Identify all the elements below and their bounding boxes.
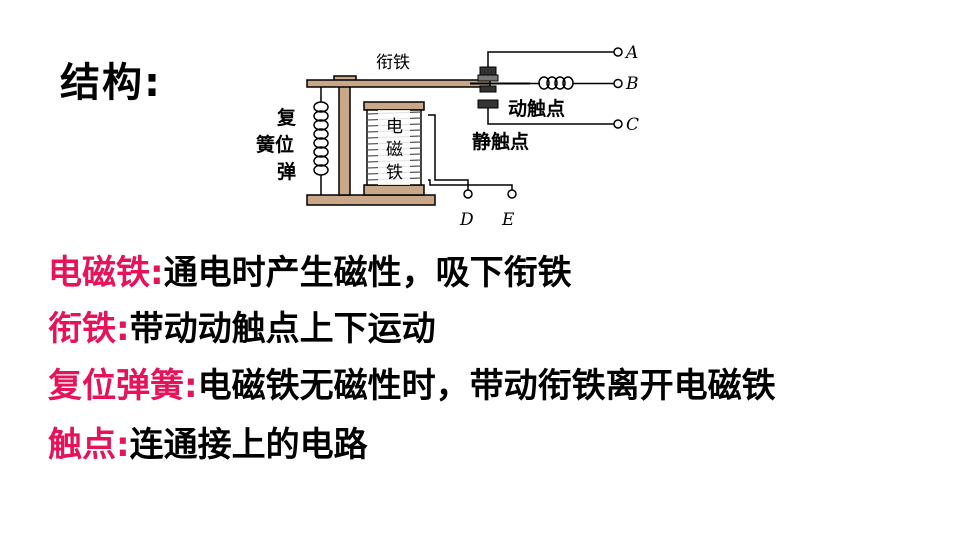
terminal-a bbox=[613, 47, 623, 57]
terminal-b bbox=[613, 78, 623, 89]
static-contact-label: 静触点 bbox=[472, 130, 529, 153]
definition-row: 衔铁:带动动触点上下运动 bbox=[48, 309, 436, 349]
spring-label-1: 复 bbox=[276, 106, 297, 129]
definition-term: 衔铁: bbox=[48, 309, 130, 349]
contact-assembly bbox=[470, 51, 615, 125]
definition-row: 触点:连通接上的电路 bbox=[48, 425, 368, 465]
moving-contact-label: 动触点 bbox=[508, 97, 565, 120]
contact-spring bbox=[530, 76, 615, 90]
return-spring bbox=[313, 87, 329, 195]
electromagnet: 电 磁 铁 bbox=[363, 101, 425, 196]
terminal-e-label: E bbox=[501, 210, 515, 230]
definition-desc: 通电时产生磁性，吸下衔铁 bbox=[163, 253, 572, 293]
coil-label-3: 铁 bbox=[386, 163, 403, 183]
terminal-c-label: C bbox=[626, 115, 639, 135]
definition-row: 电磁铁:通电时产生磁性，吸下衔铁 bbox=[48, 253, 572, 293]
relay-diagram: 衔铁 复 簧位 弹 bbox=[256, 43, 639, 230]
terminal-a-label: A bbox=[624, 43, 638, 63]
coil-label-2: 磁 bbox=[386, 140, 403, 160]
definition-desc: 带动动触点上下运动 bbox=[129, 309, 436, 349]
terminal-d bbox=[463, 189, 473, 199]
spring-label-2: 簧位 bbox=[256, 133, 294, 156]
definition-row: 复位弹簧:电磁铁无磁性时，带动衔铁离开电磁铁 bbox=[48, 366, 776, 406]
terminal-c bbox=[613, 119, 623, 129]
definition-term: 触点: bbox=[48, 425, 130, 465]
terminal-b-label: B bbox=[625, 74, 639, 94]
armature-label: 衔铁 bbox=[376, 53, 410, 73]
moving-contact bbox=[479, 85, 497, 93]
coil-label-1: 电 bbox=[386, 117, 403, 137]
terminal-e bbox=[507, 189, 517, 199]
terminal-d-label: D bbox=[459, 210, 474, 230]
definition-term: 复位弹簧: bbox=[48, 366, 198, 406]
definition-term: 电磁铁: bbox=[48, 253, 164, 293]
spring-label-3: 弹 bbox=[277, 160, 296, 183]
definition-desc: 电磁铁无磁性时，带动衔铁离开电磁铁 bbox=[197, 366, 776, 406]
coil-wires bbox=[428, 114, 513, 190]
armature-bar bbox=[306, 79, 491, 88]
definition-desc: 连通接上的电路 bbox=[129, 425, 368, 465]
support-post bbox=[338, 79, 351, 196]
page-title: 结构: bbox=[60, 60, 162, 106]
static-contact bbox=[477, 99, 499, 109]
base-plate bbox=[306, 194, 436, 206]
